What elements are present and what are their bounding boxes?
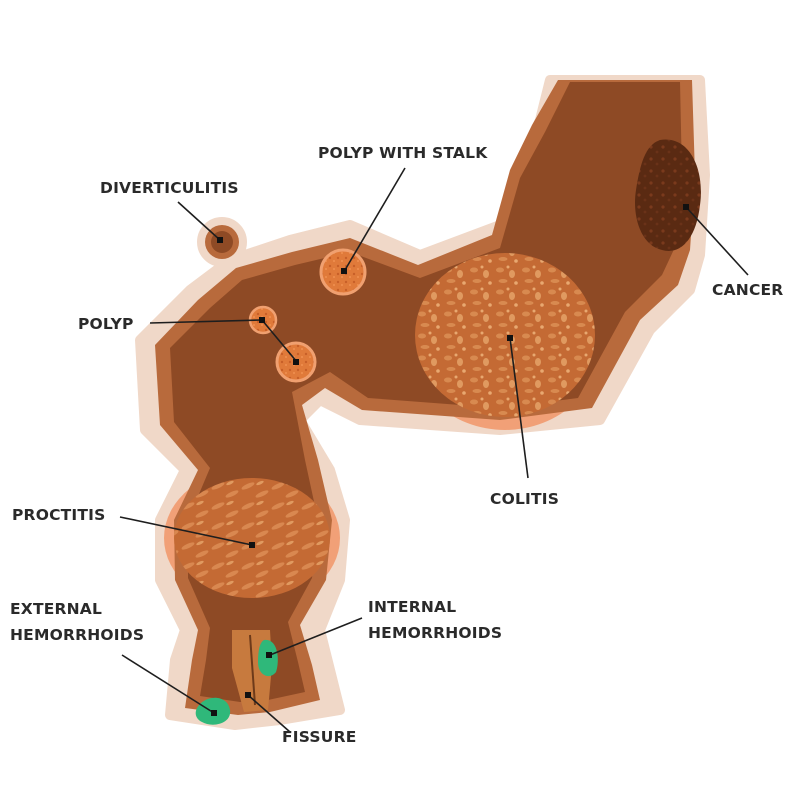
label-polyp-with-stalk: POLYP WITH STALK xyxy=(318,144,488,162)
label-internal-hemorrhoids-line1: INTERNAL xyxy=(368,598,456,616)
label-fissure: FISSURE xyxy=(282,728,357,746)
label-internal-hemorrhoids-line2: HEMORRHOIDS xyxy=(368,624,502,642)
marker-dots xyxy=(211,204,689,716)
label-external-hemorrhoids-line1: EXTERNAL xyxy=(10,600,102,618)
fissure-line xyxy=(249,634,256,706)
label-polyp: POLYP xyxy=(78,315,134,333)
leader-lines xyxy=(119,167,749,733)
label-proctitis: PROCTITIS xyxy=(12,506,106,524)
label-external-hemorrhoids-line2: HEMORRHOIDS xyxy=(10,626,144,644)
colitis-region xyxy=(415,253,595,417)
label-diverticulitis: DIVERTICULITIS xyxy=(100,179,239,197)
labels: DIVERTICULITIS POLYP WITH STALK POLYP CA… xyxy=(10,144,783,746)
label-colitis: COLITIS xyxy=(490,490,559,508)
proctitis-region xyxy=(174,478,330,598)
label-cancer: CANCER xyxy=(712,281,783,299)
cancer-mass xyxy=(635,139,701,251)
